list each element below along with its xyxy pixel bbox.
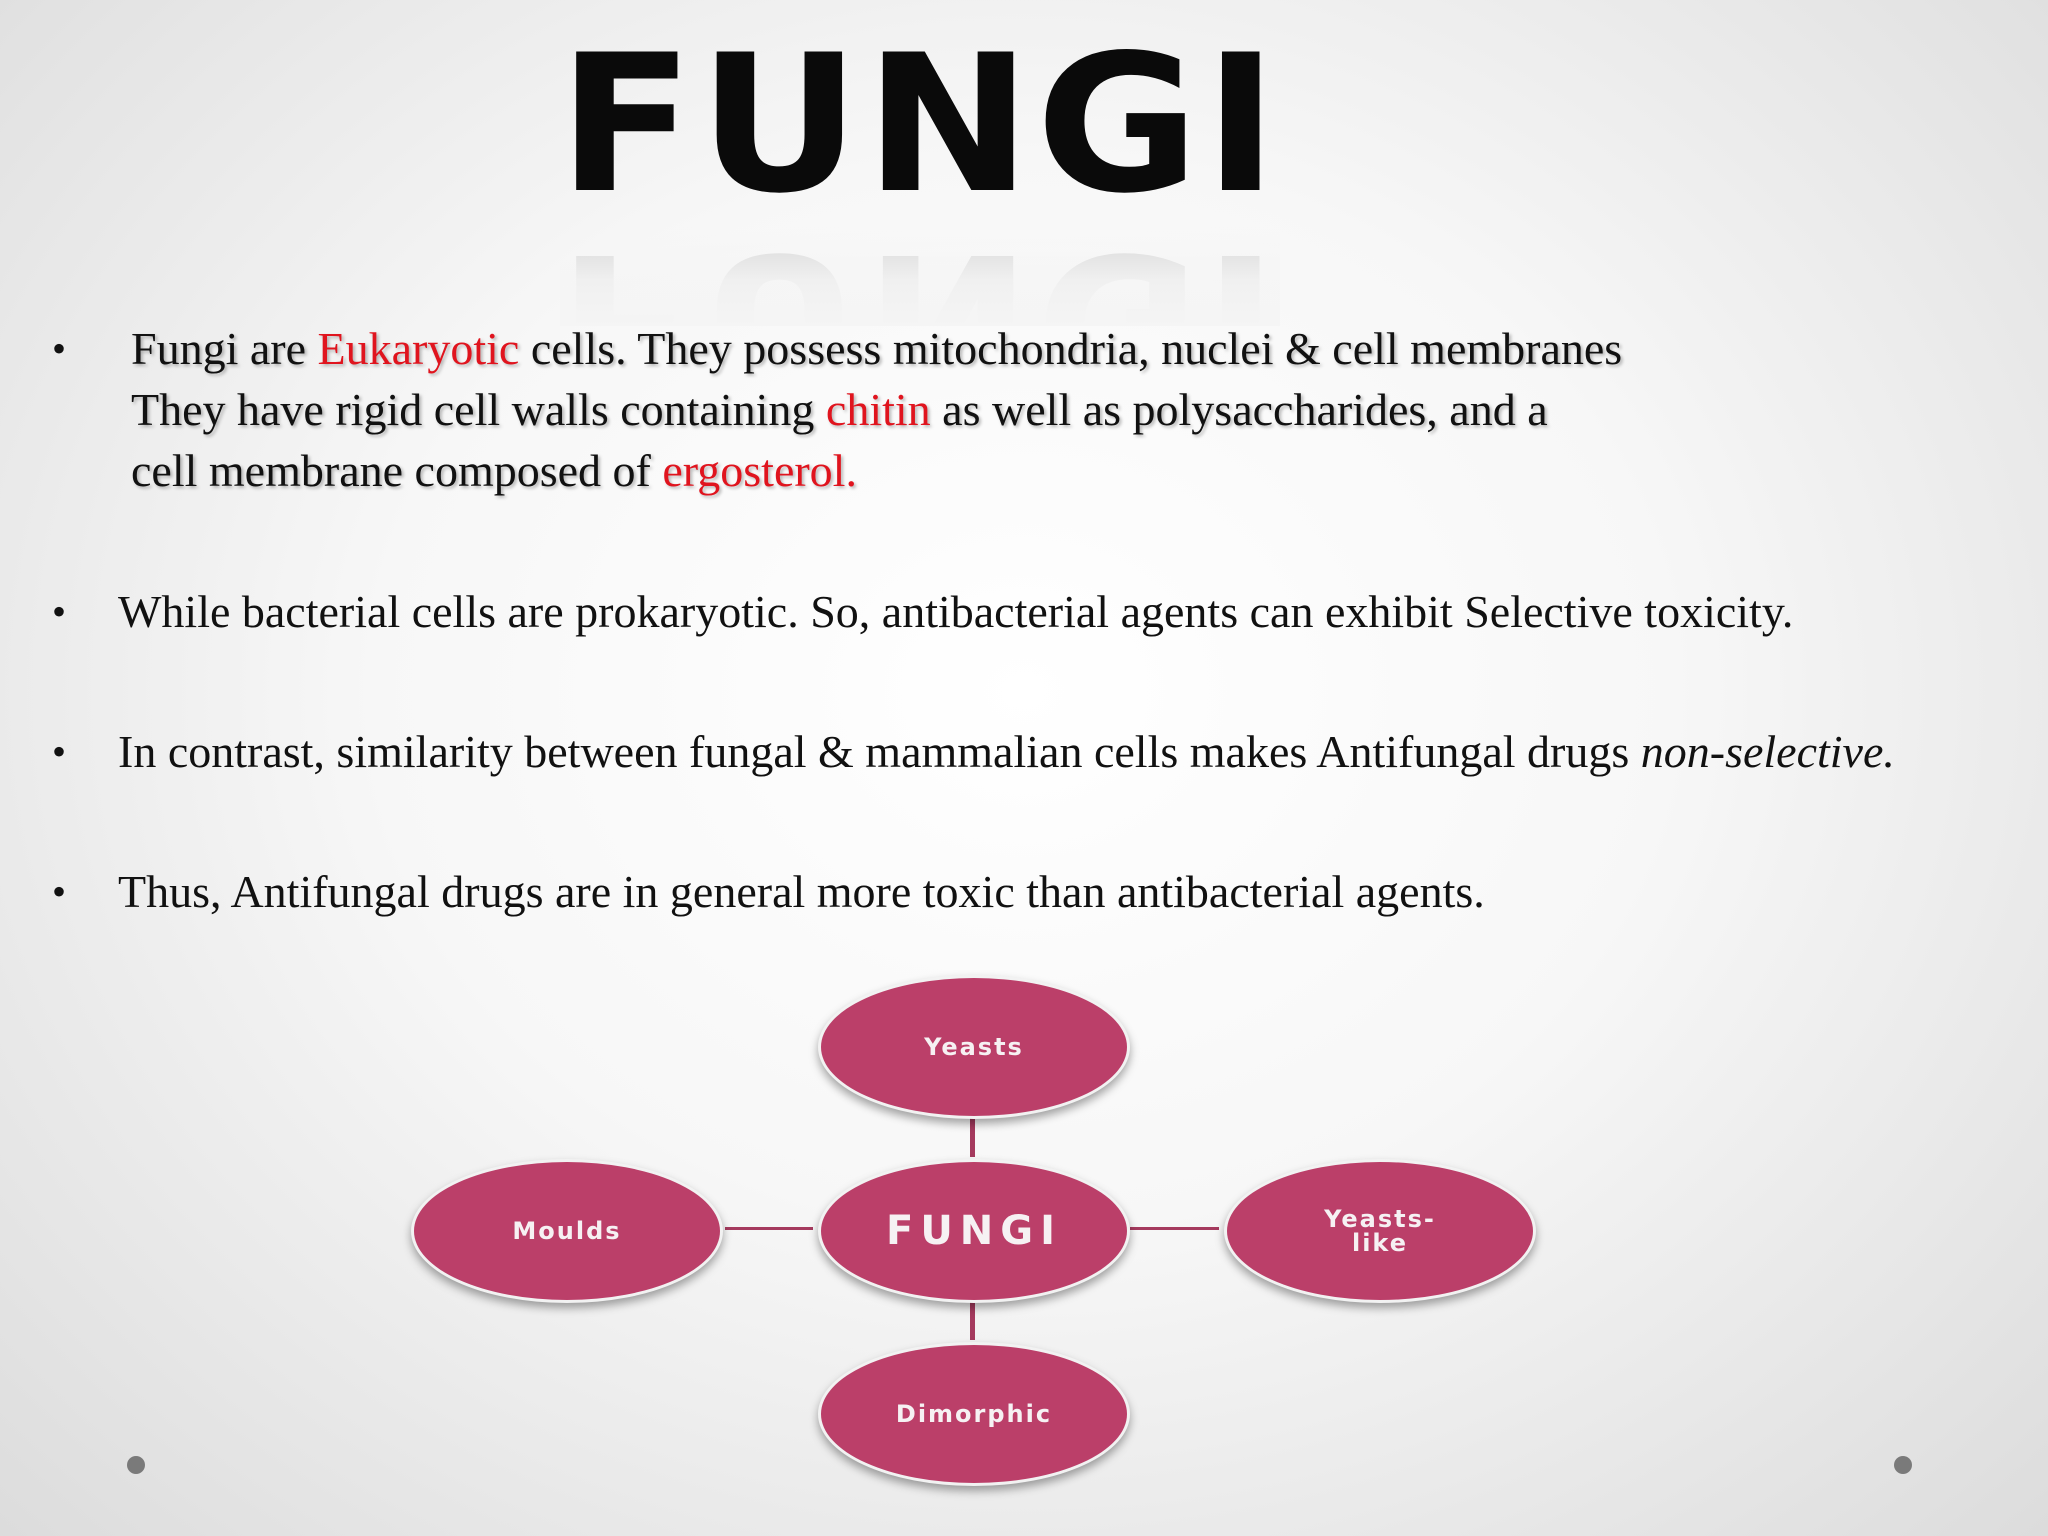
connector-top (970, 1115, 975, 1157)
bullet-dot: • (52, 589, 67, 634)
keyword-ergosterol: ergosterol. (662, 445, 857, 496)
node-dimorphic: Dimorphic (818, 1342, 1130, 1486)
bullet-2-text: While bacterial cells are prokaryotic. S… (118, 586, 1794, 637)
bullet-1-line-2: They have rigid cell walls containing ch… (131, 384, 1548, 435)
decorative-dot-left (127, 1456, 145, 1474)
bullet-4-text: Thus, Antifungal drugs are in general mo… (118, 866, 1485, 917)
connector-left (725, 1227, 813, 1230)
bullet-dot: • (52, 729, 67, 774)
title-reflection: FUNGI (560, 226, 1280, 326)
node-moulds: Moulds (411, 1159, 723, 1303)
connector-bottom (970, 1298, 975, 1340)
bullet-dot: • (52, 869, 67, 914)
title-block: FUNGI FUNGI (558, 30, 1280, 326)
node-fungi-center: FUNGI (818, 1159, 1130, 1303)
keyword-eukaryotic: Eukaryotic (317, 323, 520, 374)
node-yeasts: Yeasts (818, 975, 1130, 1119)
bullet-3-text: In contrast, similarity between fungal &… (118, 726, 1895, 777)
slide-title: FUNGI (557, 14, 1283, 235)
bullet-1-line-1: Fungi are Eukaryotic cells. They possess… (131, 323, 1623, 374)
emphasis-non-selective: non-selective. (1640, 726, 1895, 777)
node-yeasts-like: Yeasts- like (1224, 1159, 1536, 1303)
decorative-dot-right (1894, 1456, 1912, 1474)
keyword-chitin: chitin (825, 384, 931, 435)
connector-right (1130, 1227, 1219, 1230)
bullet-1-line-3: cell membrane composed of ergosterol. (131, 445, 857, 496)
bullet-dot: • (52, 326, 67, 371)
